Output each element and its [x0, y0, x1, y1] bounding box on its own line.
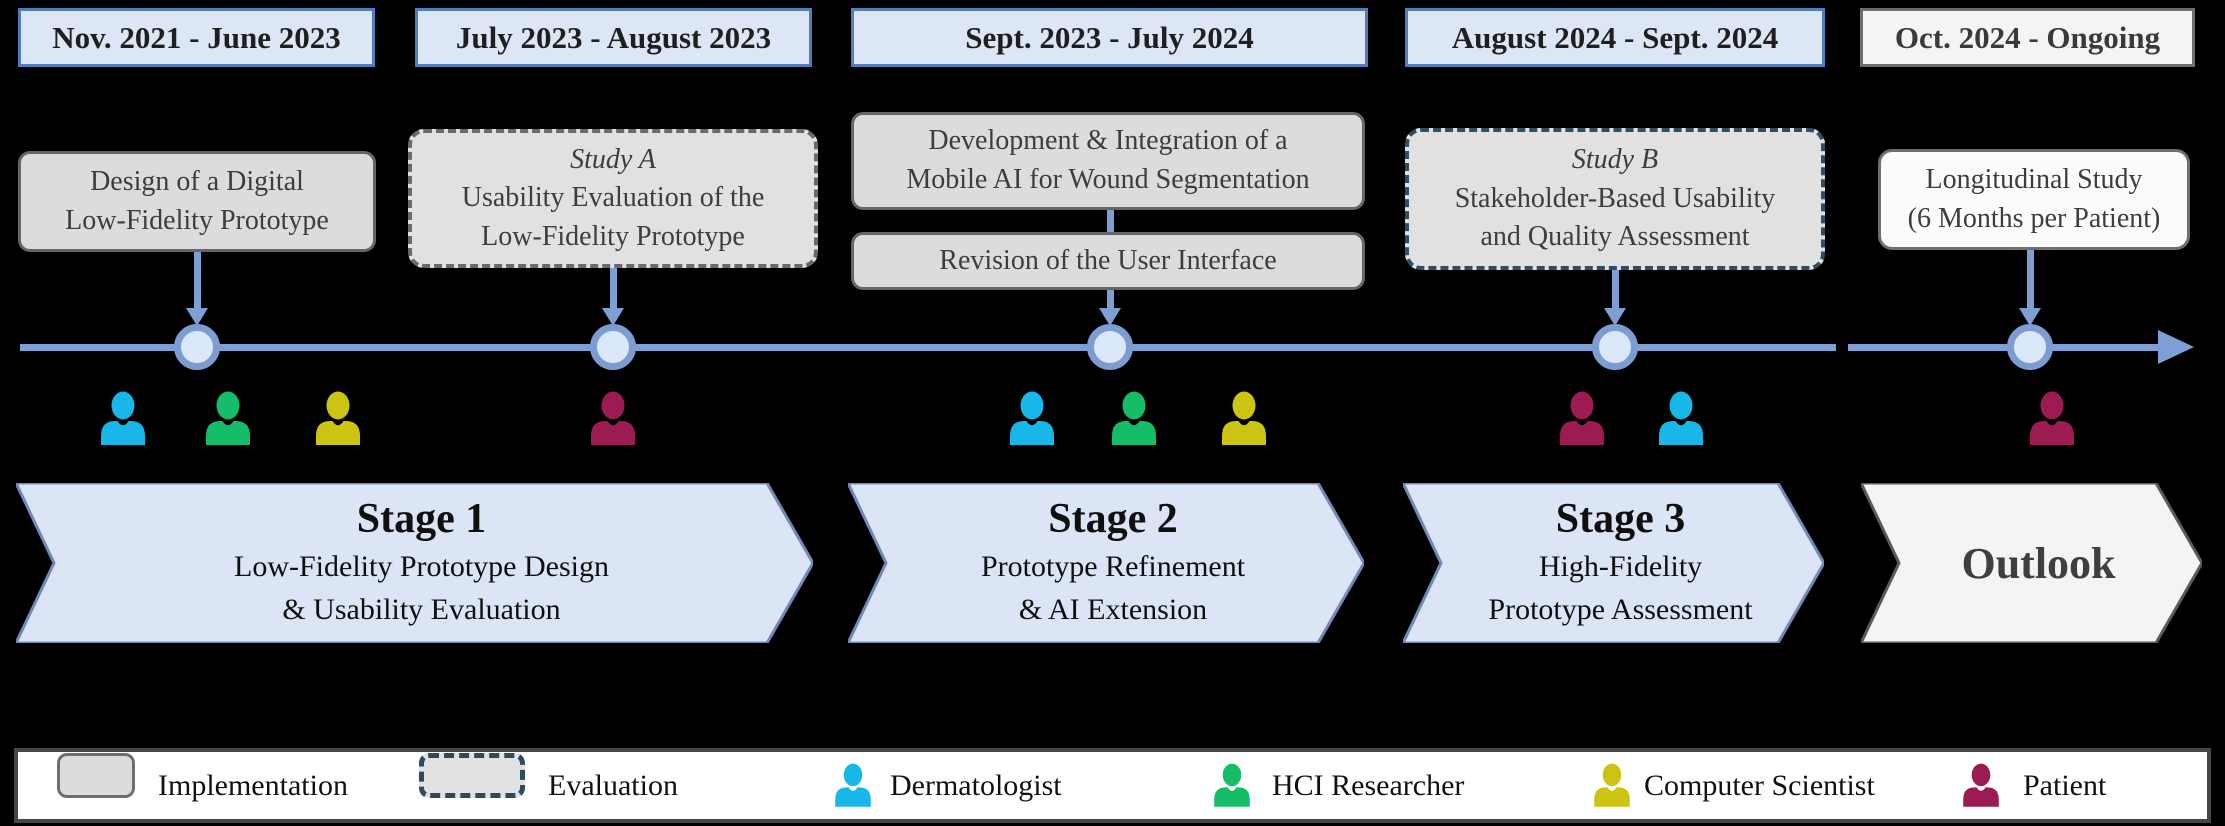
person-hci-researcher-icon [1112, 391, 1156, 445]
person-patient-icon [1560, 391, 1604, 445]
arrow-down-icon [186, 308, 208, 326]
person-hci-researcher-icon [206, 391, 250, 445]
activity-box-development: Development & Integration of a Mobile AI… [851, 112, 1365, 210]
period-box-5: Oct. 2024 - Ongoing [1860, 8, 2195, 67]
arrow-down-icon [1099, 308, 1121, 326]
activity-line: Development & Integration of a [928, 125, 1288, 157]
period-box-3: Sept. 2023 - July 2024 [851, 8, 1368, 67]
person-dermatologist-icon [835, 763, 871, 807]
period-label: Oct. 2024 - Ongoing [1894, 19, 2161, 55]
person-dermatologist-icon [1659, 391, 1703, 445]
legend-patient-label: Patient [2023, 768, 2107, 802]
milestone-circle-2 [590, 324, 636, 370]
activity-box-study-b: Study B Stakeholder-Based Usability and … [1405, 128, 1825, 270]
connector-line-2 [610, 268, 617, 310]
stage-arrow-3 [1403, 483, 1824, 643]
legend-dermatologist-label: Dermatologist [890, 768, 1062, 802]
stage-title: Stage 3 [1555, 496, 1686, 543]
person-patient-icon [1963, 763, 1999, 807]
period-box-2: July 2023 - August 2023 [415, 8, 812, 67]
period-box-4: August 2024 - Sept. 2024 [1405, 8, 1825, 67]
activity-line: Low-Fidelity Prototype [481, 220, 745, 252]
activity-line: Mobile AI for Wound Segmentation [906, 164, 1310, 195]
activity-box-revision: Revision of the User Interface [851, 232, 1365, 290]
stage-line: High-Fidelity [1538, 549, 1703, 583]
person-hci-researcher-icon [1214, 763, 1250, 807]
connector-line-1 [194, 252, 201, 310]
activity-box-study-a: Study A Usability Evaluation of the Low-… [408, 129, 818, 268]
period-box-1: Nov. 2021 - June 2023 [18, 8, 375, 67]
activity-line: Stakeholder-Based Usability [1454, 182, 1776, 214]
stage-arrow-1 [16, 483, 813, 643]
stage-arrow-2 [848, 483, 1364, 643]
legend-hci-researcher-label: HCI Researcher [1272, 768, 1465, 802]
legend-implementation-swatch [57, 753, 135, 798]
timeline-arrowhead-icon [2158, 330, 2194, 364]
person-patient-icon [591, 391, 635, 445]
activity-line: Usability Evaluation of the [461, 182, 765, 214]
study-a-title: Study A [570, 143, 656, 175]
arrow-down-icon [602, 308, 624, 326]
milestone-circle-4 [1592, 324, 1638, 370]
stage-line: Prototype Refinement [980, 549, 1246, 583]
stage-line: & Usability Evaluation [282, 593, 561, 627]
connector-line-5 [2027, 250, 2034, 310]
activity-line: Low-Fidelity Prototype [65, 204, 329, 236]
milestone-circle-1 [174, 324, 220, 370]
period-label: Nov. 2021 - June 2023 [52, 19, 341, 55]
person-computer-scientist-icon [316, 391, 360, 445]
legend-bar [14, 748, 2211, 823]
stage-1-text: Stage 1 Low-Fidelity Prototype Design & … [16, 483, 813, 643]
activity-line: Design of a Digital [90, 165, 304, 197]
activity-box-longitudinal: Longitudinal Study (6 Months per Patient… [1878, 149, 2190, 250]
period-label: August 2024 - Sept. 2024 [1451, 19, 1779, 55]
person-computer-scientist-icon [1594, 763, 1630, 807]
stage-line: Prototype Assessment [1488, 593, 1753, 627]
stage-line: & AI Extension [1018, 593, 1208, 627]
period-label: Sept. 2023 - July 2024 [965, 19, 1254, 55]
activity-line: Longitudinal Study [1925, 163, 2143, 195]
period-label: July 2023 - August 2023 [455, 19, 772, 55]
stage-2-text: Stage 2 Prototype Refinement & AI Extens… [848, 483, 1364, 643]
timeline-axis [20, 344, 1836, 351]
stage-title: Stage 1 [356, 496, 487, 543]
person-patient-icon [2030, 391, 2074, 445]
legend-evaluation-swatch [419, 753, 525, 798]
activity-line: (6 Months per Patient) [1907, 202, 2161, 234]
study-b-title: Study B [1571, 144, 1659, 176]
arrow-down-icon [2019, 308, 2041, 326]
activity-line: Revision of the User Interface [939, 244, 1277, 276]
milestone-circle-5 [2007, 324, 2053, 370]
stage-line: Low-Fidelity Prototype Design [234, 549, 609, 583]
legend-evaluation-label: Evaluation [548, 768, 678, 802]
outlook-text: Outlook [1861, 483, 2202, 643]
stage-title: Stage 2 [1048, 496, 1178, 543]
outlook-arrow [1861, 483, 2202, 643]
person-dermatologist-icon [101, 391, 145, 445]
timeline-axis-segment [1848, 344, 2158, 351]
person-computer-scientist-icon [1222, 391, 1266, 445]
stage-3-text: Stage 3 High-Fidelity Prototype Assessme… [1403, 483, 1824, 643]
milestone-circle-3 [1087, 324, 1133, 370]
legend-computer-scientist-label: Computer Scientist [1644, 768, 1875, 802]
arrow-down-icon [1604, 308, 1626, 326]
activity-box-design: Design of a Digital Low-Fidelity Prototy… [18, 151, 376, 252]
connector-line-dev-revision [1107, 210, 1114, 232]
connector-line-3 [1107, 290, 1114, 310]
connector-line-4 [1612, 270, 1619, 310]
outlook-title: Outlook [1961, 538, 2116, 588]
activity-line: and Quality Assessment [1480, 221, 1750, 253]
person-dermatologist-icon [1010, 391, 1054, 445]
legend-implementation-label: Implementation [158, 768, 348, 802]
